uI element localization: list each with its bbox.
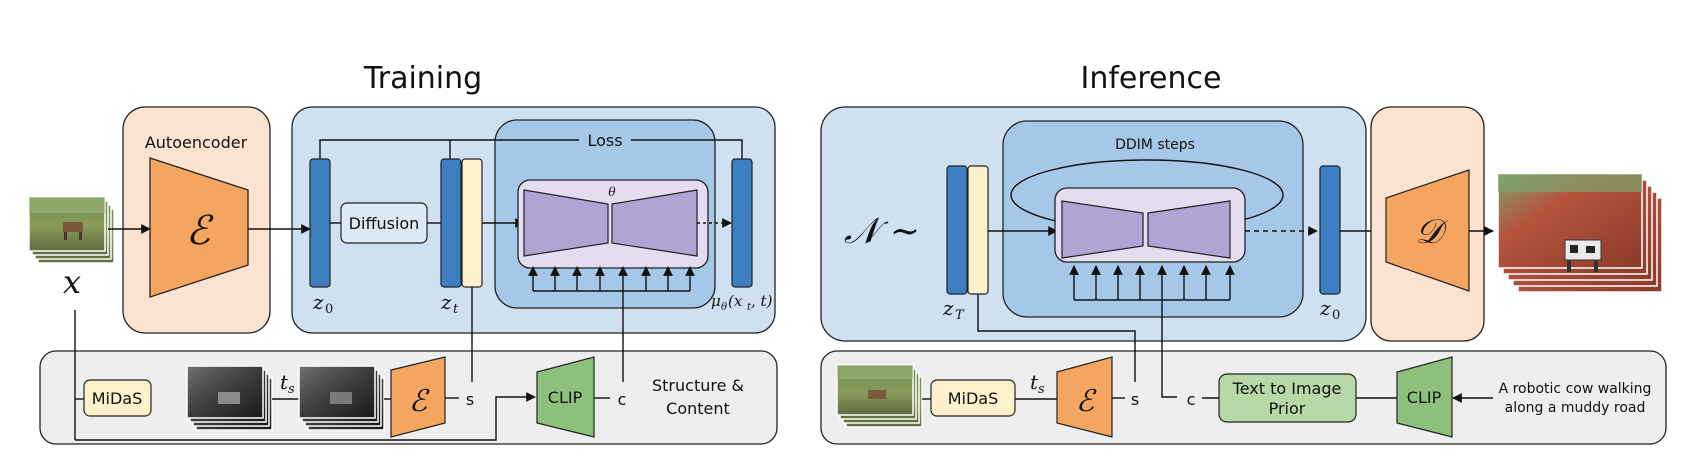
midas-label-training: MiDaS (92, 389, 143, 408)
mu-output-bar (731, 158, 753, 288)
zt-subscript: t (453, 302, 459, 317)
structure-encoder-block (390, 356, 446, 438)
prompt-line2: along a muddy road (1505, 400, 1646, 416)
zT-subscript: T (955, 308, 965, 323)
inference-unet-encoder (1061, 200, 1144, 259)
mu-label: μ (711, 292, 721, 310)
inference-z0-subscript: 0 (1332, 308, 1340, 323)
c-to-unet-line-inference (1161, 300, 1177, 398)
training-title: Training (363, 61, 482, 96)
c-label-training: c (618, 390, 627, 409)
midas-box-inference (930, 379, 1016, 417)
prior-label-line1: Text to Image (1232, 379, 1342, 398)
unet-decoder-half (611, 189, 698, 257)
inference-z0-label: z (1319, 296, 1331, 320)
input-x-symbol: x (63, 263, 81, 301)
mu-args-end: , t) (751, 292, 773, 310)
encoder-symbol: ℰ (186, 208, 214, 254)
diffusion-label: Diffusion (349, 214, 420, 233)
inference-cross-attention-arrows (1069, 265, 1235, 301)
mu-args: (x (728, 292, 743, 310)
loss-line (319, 139, 743, 159)
inference-structure-bar (967, 165, 989, 295)
inference-z0-bar (1319, 165, 1341, 295)
clip-block-inference (1396, 356, 1453, 438)
autoencoder-label: Autoencoder (145, 133, 248, 152)
unet-encoder-half (523, 189, 609, 257)
prompt-line1: A robotic cow walking (1499, 381, 1652, 397)
mu-args-subscript: t (747, 302, 752, 313)
midas-label-inference: MiDaS (948, 389, 999, 408)
inference-title: Inference (1081, 61, 1222, 96)
clip-label-training: CLIP (548, 388, 583, 407)
structure-conditioning-bar (461, 158, 483, 288)
structure-content-line1: Structure & (652, 376, 744, 395)
ts-label-inference: t (1030, 370, 1039, 394)
s-label-training: s (466, 390, 474, 409)
zt-label: z (440, 290, 452, 314)
clip-label-inference: CLIP (1407, 388, 1442, 407)
z0-label: z (312, 290, 324, 314)
noise-symbol: 𝒩 ∼ (844, 211, 920, 252)
structure-encoder-symbol: ℰ (409, 384, 430, 419)
output-video-stack (1497, 173, 1663, 293)
theta-label: θ (608, 185, 616, 199)
ts-label-training: t (280, 370, 289, 394)
inference-encoder-symbol: ℰ (1076, 384, 1097, 419)
loss-label: Loss (587, 131, 622, 150)
ts-subscript-training: s (288, 382, 295, 397)
inference-input-video-stack (836, 364, 923, 428)
zT-label: z (942, 296, 954, 320)
c-label-inference: c (1187, 390, 1196, 409)
structure-content-line2: Content (666, 399, 730, 418)
inference-unet-decoder (1147, 200, 1231, 259)
z0-latent-bar (309, 158, 331, 288)
arrow-input-clip (75, 392, 536, 441)
depth-map-stack-1 (186, 365, 273, 431)
cross-attention-arrows (528, 266, 695, 292)
encoder-block (149, 157, 249, 298)
s-to-zT-line (977, 294, 1136, 382)
decoder-block (1385, 169, 1470, 292)
input-video-stack (28, 196, 115, 264)
ddim-label: DDIM steps (1115, 137, 1195, 153)
clip-block-training (536, 356, 595, 438)
mu-subscript: θ (721, 302, 727, 313)
s-label-inference: s (1131, 390, 1139, 409)
zT-latent-bar (946, 165, 968, 295)
zt-latent-bar (440, 158, 462, 288)
inference-structure-encoder (1056, 356, 1113, 438)
prior-label-line2: Prior (1269, 399, 1306, 418)
ts-subscript-inference: s (1038, 382, 1045, 397)
depth-map-stack-2 (298, 365, 385, 431)
z0-subscript: 0 (325, 302, 333, 317)
midas-box-training (83, 379, 152, 417)
